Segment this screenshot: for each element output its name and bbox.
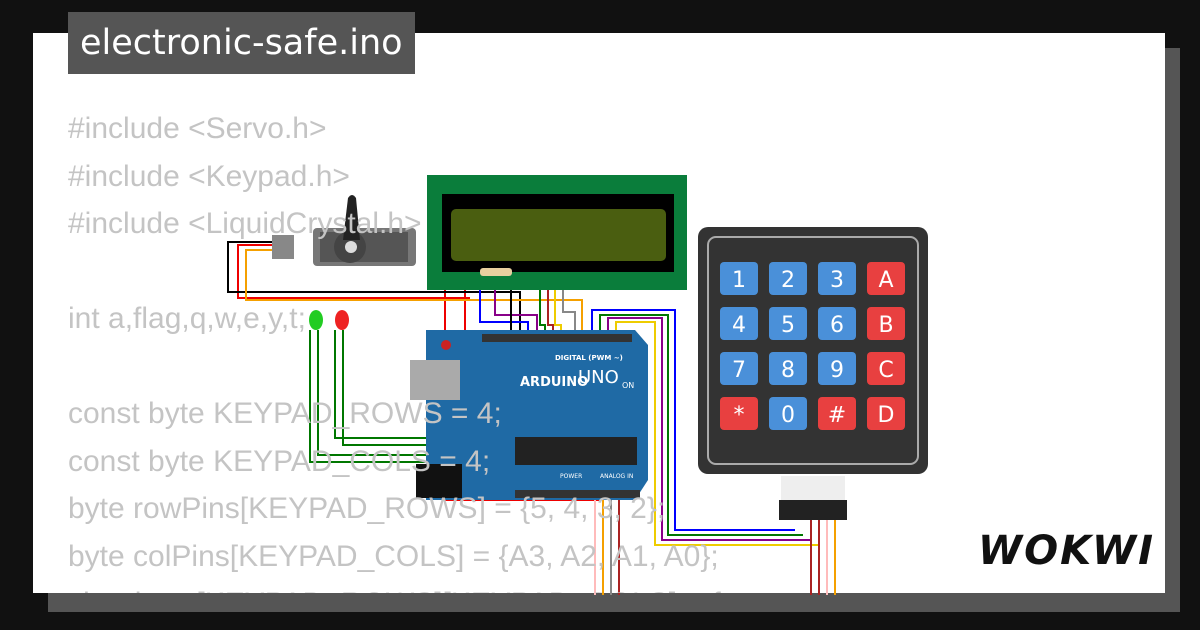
key-label: D: [878, 403, 895, 428]
key-B[interactable]: B: [867, 307, 905, 340]
key-label: 2: [781, 268, 795, 293]
key-label: #: [828, 403, 846, 428]
key-label: 0: [781, 403, 795, 428]
key-A[interactable]: A: [867, 262, 905, 295]
key-1[interactable]: 1: [720, 262, 758, 295]
key-label: 4: [732, 313, 746, 338]
key-8[interactable]: 8: [769, 352, 807, 385]
key-4[interactable]: 4: [720, 307, 758, 340]
key-label: B: [878, 313, 893, 338]
key-*[interactable]: *: [720, 397, 758, 430]
arduino-uno: ARDUINO UNO DIGITAL (PWM ~) ON POWER ANA…: [410, 330, 648, 500]
key-7[interactable]: 7: [720, 352, 758, 385]
arduino-model: UNO: [578, 367, 619, 388]
key-label: 9: [830, 358, 844, 383]
key-9[interactable]: 9: [818, 352, 856, 385]
red-led: [335, 310, 349, 330]
digital-label: DIGITAL (PWM ~): [555, 354, 623, 362]
wokwi-logo: WOKWI: [978, 528, 1156, 574]
key-2[interactable]: 2: [769, 262, 807, 295]
on-label: ON: [622, 381, 634, 390]
servo-motor: [272, 195, 416, 266]
key-D[interactable]: D: [867, 397, 905, 430]
arduino-brand: ARDUINO: [520, 375, 588, 390]
lcd-display: [427, 175, 687, 290]
key-5[interactable]: 5: [769, 307, 807, 340]
key-label: 5: [781, 313, 795, 338]
key-label: 3: [830, 268, 844, 293]
key-6[interactable]: 6: [818, 307, 856, 340]
key-label: *: [734, 403, 745, 428]
key-label: A: [878, 268, 893, 293]
key-label: 8: [781, 358, 795, 383]
key-label: 6: [830, 313, 844, 338]
green-led: [309, 310, 323, 330]
key-C[interactable]: C: [867, 352, 905, 385]
key-label: C: [878, 358, 893, 383]
key-0[interactable]: 0: [769, 397, 807, 430]
power-label: POWER: [560, 473, 582, 480]
key-#[interactable]: #: [818, 397, 856, 430]
key-3[interactable]: 3: [818, 262, 856, 295]
project-title: electronic-safe.ino: [68, 12, 415, 74]
key-label: 1: [732, 268, 746, 293]
key-label: 7: [732, 358, 746, 383]
analog-label: ANALOG IN: [600, 473, 633, 480]
keypad: 1 2 3 A 4 5 6 B 7 8 9 C * 0 # D: [698, 227, 928, 520]
